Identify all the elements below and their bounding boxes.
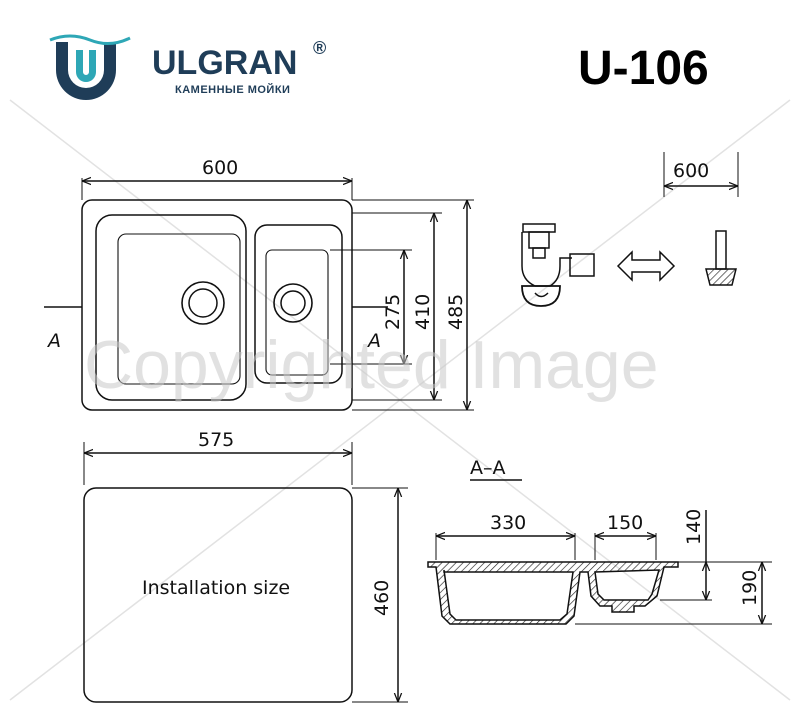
sink-outline	[81, 199, 353, 411]
section-marker-left: A	[46, 330, 61, 352]
cutout-outline	[83, 487, 353, 703]
watermark-text: Copyrighted Image	[84, 327, 659, 403]
section-dim-330: 330	[490, 512, 526, 534]
section-dim-150: 150	[607, 512, 643, 534]
brand-name: ULGRAN	[152, 44, 297, 82]
brand-registered: ®	[313, 38, 326, 58]
install-depth-label: 460	[371, 580, 393, 616]
model-title: U-106	[578, 42, 709, 95]
brand-tagline: КАМЕННЫЕ МОЙКИ	[175, 83, 290, 96]
depth-label-275: 275	[382, 294, 404, 330]
secondary-bowl	[254, 224, 343, 384]
installation-caption: Installation size	[142, 577, 290, 599]
depth-label-485: 485	[445, 294, 467, 330]
install-width-label: 575	[198, 429, 234, 451]
section-marker-right: A	[366, 330, 381, 352]
secondary-drain	[273, 283, 313, 323]
main-bowl	[95, 214, 247, 401]
section-title: A–A	[470, 457, 506, 479]
pipe-icon	[705, 230, 737, 286]
main-drain	[181, 281, 225, 325]
section-dim-190: 190	[739, 570, 761, 606]
depth-label-410: 410	[412, 294, 434, 330]
installation-view	[83, 442, 408, 703]
section-dim-140: 140	[683, 509, 705, 545]
section-profile	[427, 561, 679, 625]
cabinet-width-label: 600	[673, 160, 709, 182]
section-view	[427, 510, 772, 625]
brand-logo: ULGRAN ® КАМЕННЫЕ МОЙКИ	[49, 34, 326, 100]
top-view	[44, 178, 474, 411]
siphon-drawing	[521, 223, 595, 307]
double-arrow-icon	[616, 250, 676, 282]
top-width-label: 600	[202, 157, 238, 179]
logo-mark-icon	[56, 42, 116, 100]
cabinet-dimension	[663, 152, 739, 197]
